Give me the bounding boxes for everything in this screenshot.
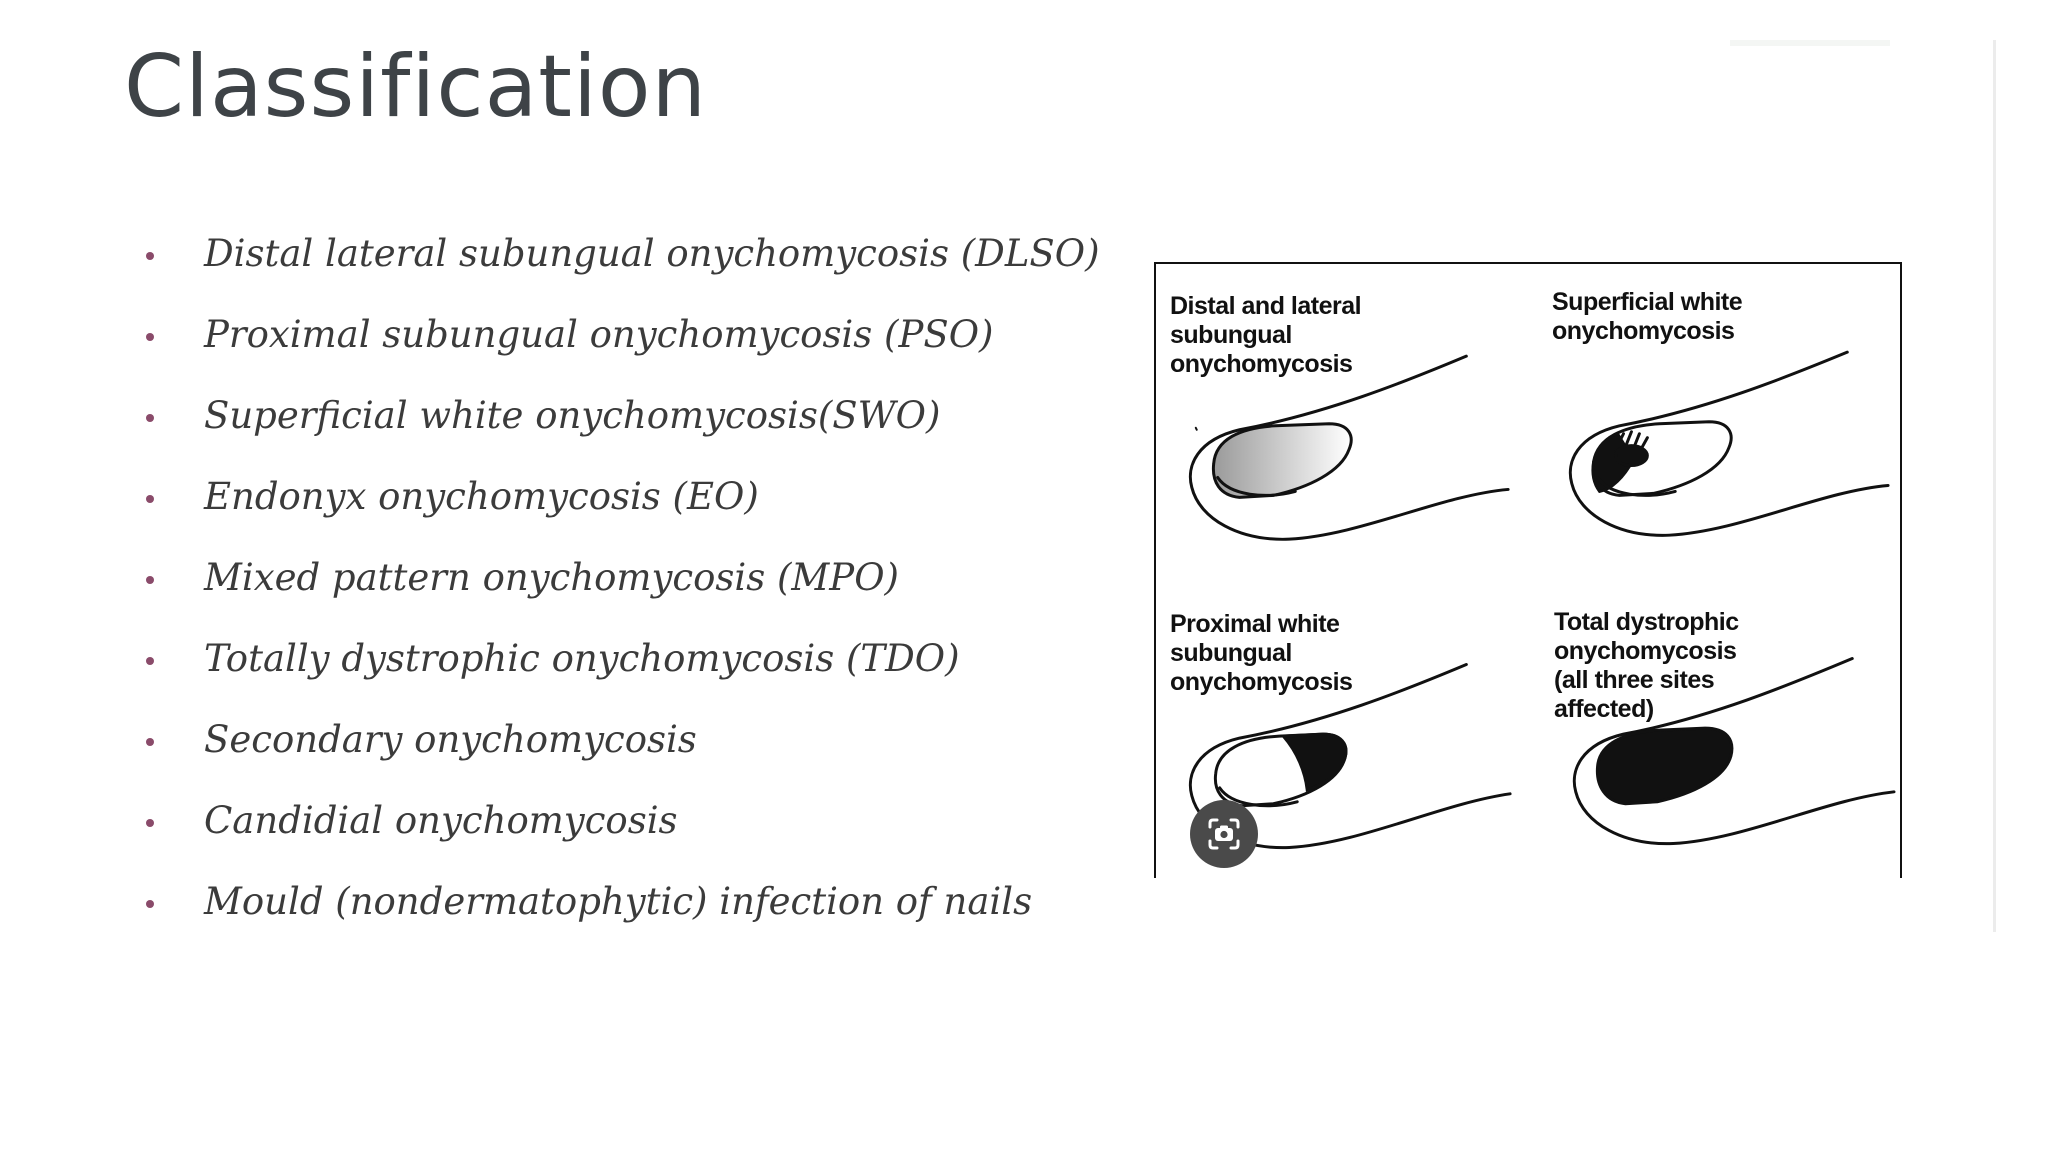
- list-item-text: Mixed pattern onychomycosis (MPO): [204, 556, 899, 599]
- list-item-text: Secondary onychomycosis: [204, 718, 697, 761]
- list-item: Endonyx onychomycosis (EO): [146, 475, 1126, 556]
- finger-tdo: [1572, 657, 1896, 846]
- bullet-dot: [146, 819, 154, 827]
- bullet-dot: [146, 414, 154, 422]
- finger-pso: [1188, 663, 1512, 850]
- list-item-text: Mould (nondermatophytic) infection of na…: [204, 880, 1033, 923]
- finger-dlso: [1188, 354, 1510, 541]
- list-item-text: Proximal subungual onychomycosis (PSO): [204, 313, 994, 356]
- label-tdo: Total dystrophic onychomycosis (all thre…: [1554, 608, 1739, 723]
- list-item: Secondary onychomycosis: [146, 718, 1126, 799]
- label-dlso: Distal and lateral subungual onychomycos…: [1170, 292, 1362, 378]
- slide-edge-rule: [1993, 40, 1996, 932]
- list-item-text: Superficial white onychomycosis(SWO): [204, 394, 941, 437]
- label-pso: Proximal white subungual onychomycosis: [1170, 610, 1353, 696]
- list-item: Mould (nondermatophytic) infection of na…: [146, 880, 1126, 961]
- list-item-text: Candidial onychomycosis: [204, 799, 678, 842]
- bullet-dot: [146, 738, 154, 746]
- list-item: Totally dystrophic onychomycosis (TDO): [146, 637, 1126, 718]
- bullet-dot: [146, 900, 154, 908]
- finger-swo: [1568, 350, 1890, 537]
- list-item: Proximal subungual onychomycosis (PSO): [146, 313, 1126, 394]
- label-swo: Superficial white onychomycosis: [1552, 288, 1743, 345]
- bullet-dot: [146, 252, 154, 260]
- list-item: Candidial onychomycosis: [146, 799, 1126, 880]
- list-item-text: Totally dystrophic onychomycosis (TDO): [204, 637, 960, 680]
- slide-title: Classification: [124, 37, 708, 137]
- list-item: Mixed pattern onychomycosis (MPO): [146, 556, 1126, 637]
- top-strip: [1730, 40, 1890, 46]
- visual-search-camera-icon: [1208, 818, 1240, 850]
- list-item-text: Distal lateral subungual onychomycosis (…: [204, 232, 1100, 275]
- bullet-dot: [146, 576, 154, 584]
- list-item: Distal lateral subungual onychomycosis (…: [146, 232, 1126, 313]
- bullet-dot: [146, 495, 154, 503]
- nail-diagram-figure: Distal and lateral subungual onychomycos…: [1154, 262, 1902, 878]
- list-item: Superficial white onychomycosis(SWO): [146, 394, 1126, 475]
- list-item-text: Endonyx onychomycosis (EO): [204, 475, 759, 518]
- visual-search-button[interactable]: [1190, 800, 1258, 868]
- bullet-dot: [146, 657, 154, 665]
- classification-list: Distal lateral subungual onychomycosis (…: [146, 232, 1126, 961]
- bullet-dot: [146, 333, 154, 341]
- nail-diagram-drawing: [1188, 350, 1896, 850]
